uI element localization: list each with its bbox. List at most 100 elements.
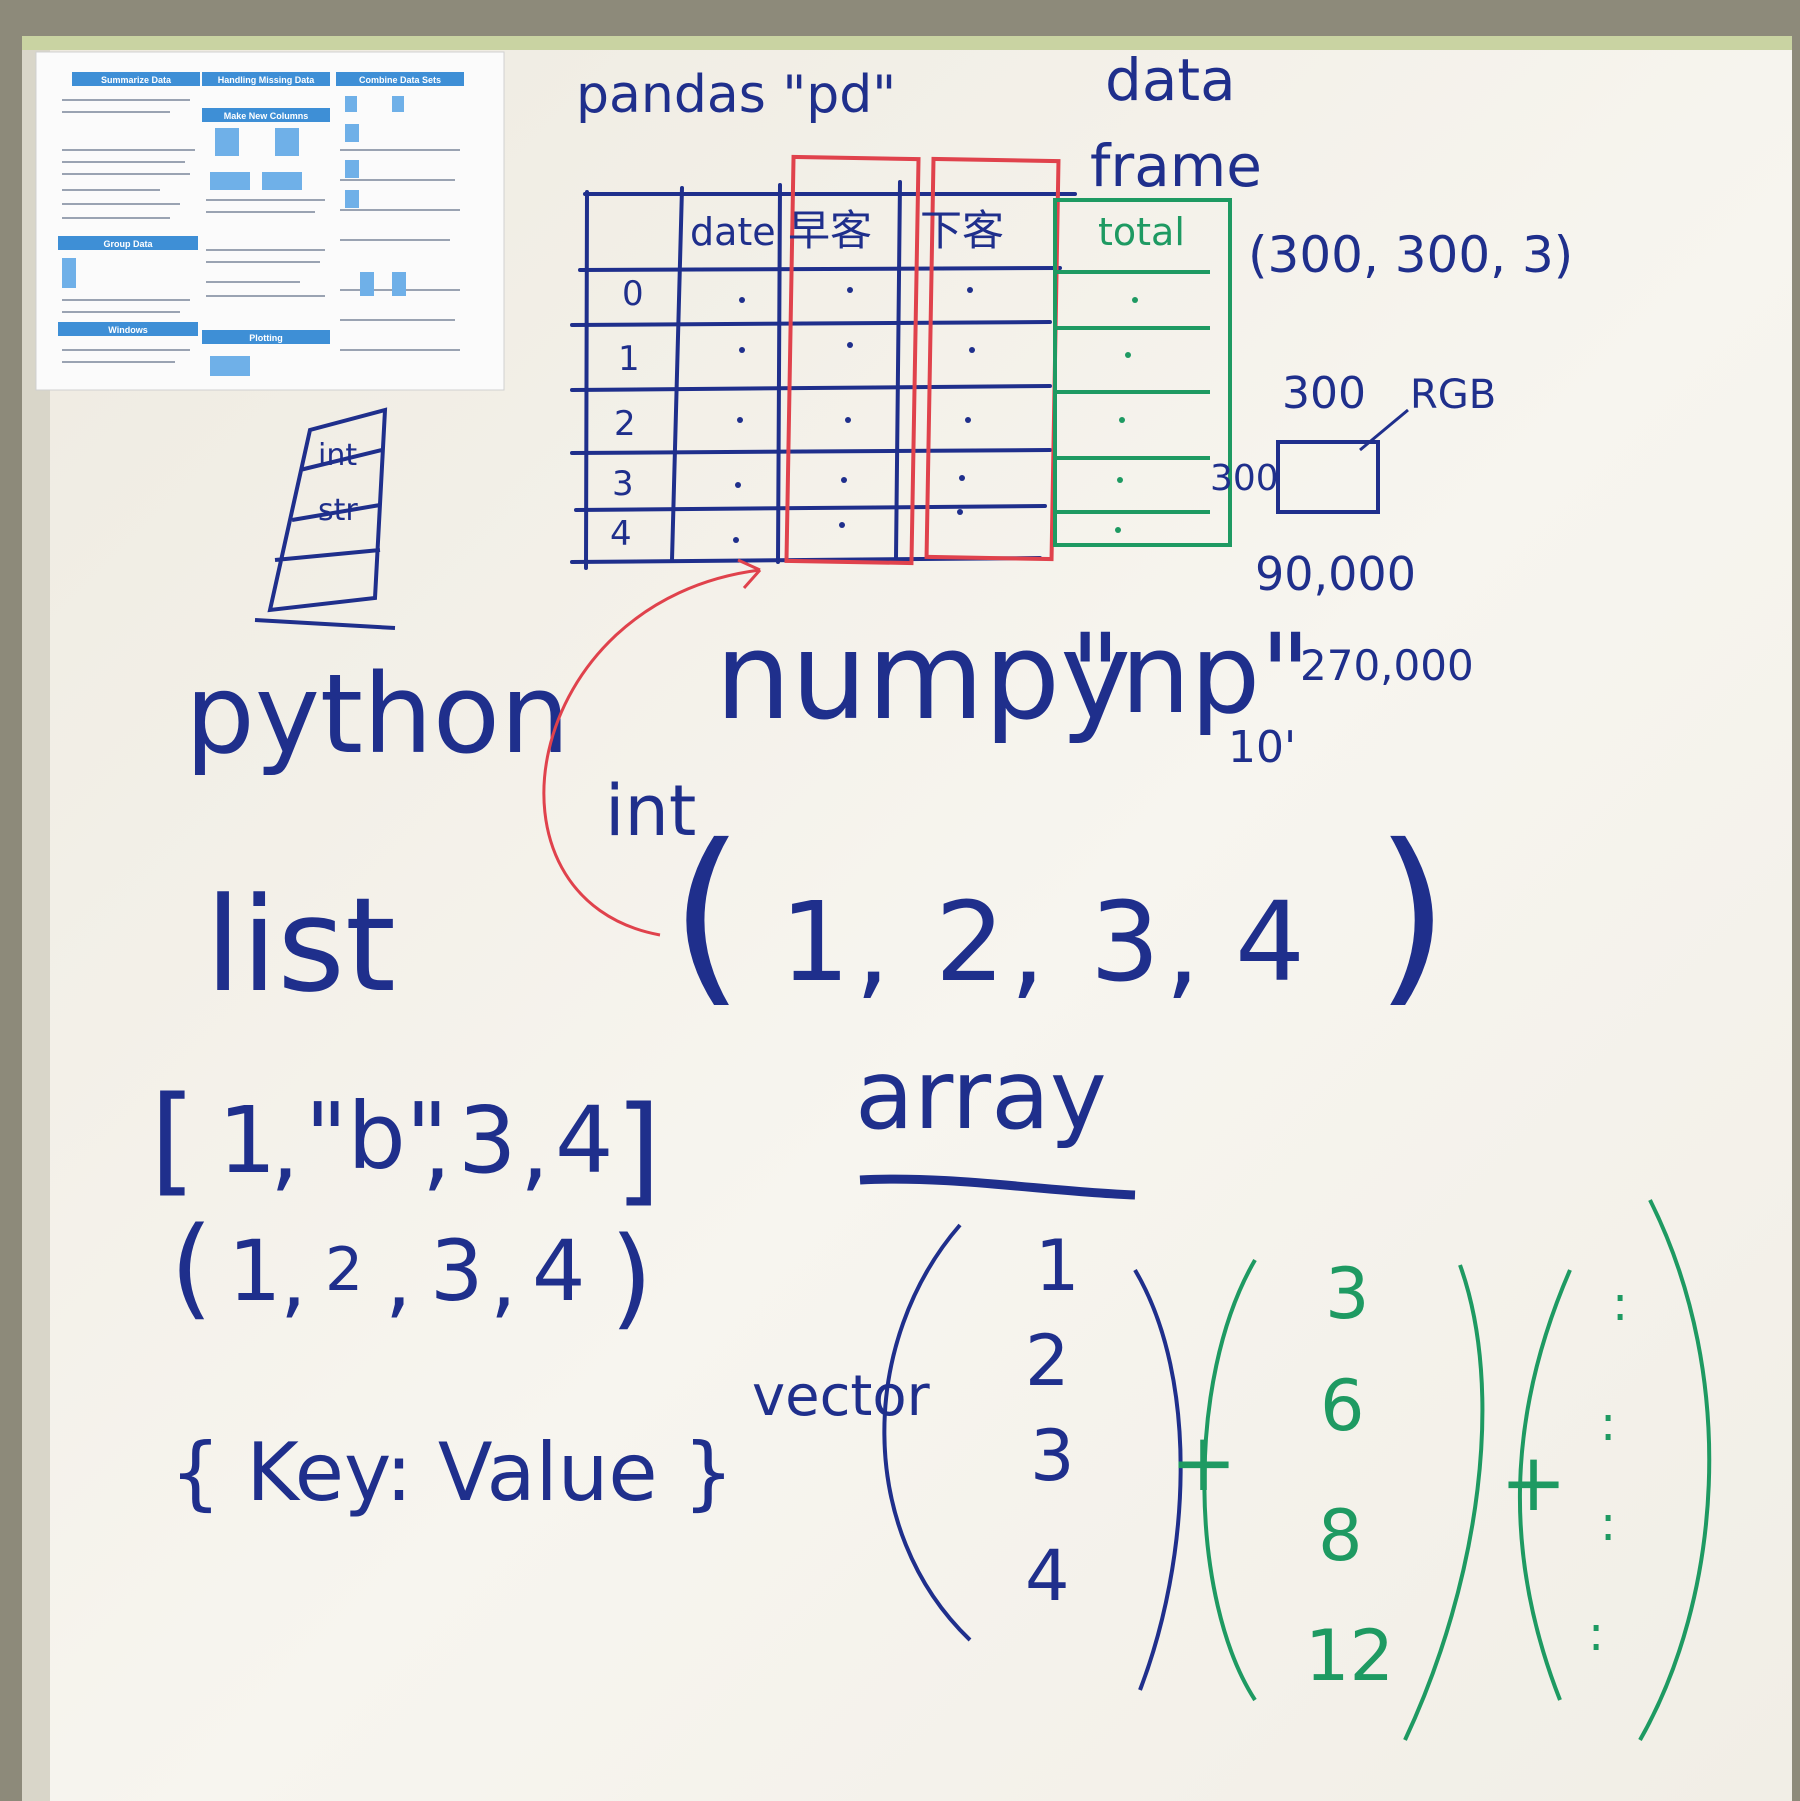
tuple-comma: , <box>490 1230 517 1328</box>
row-label: 1 <box>618 339 640 379</box>
vector1-item: 1 <box>1035 1225 1080 1307</box>
tuple-item: 1 <box>228 1222 281 1320</box>
python-int-label: int <box>318 438 357 473</box>
vector1-values: 1 2 3 4 <box>1025 1225 1080 1617</box>
pandas-label: pandas "pd" <box>576 65 896 125</box>
cheat-header: Make New Columns <box>224 111 309 121</box>
vector3-item: : <box>1600 1496 1616 1552</box>
list-open-bracket: [ <box>150 1070 196 1208</box>
vector2-item: 3 <box>1325 1253 1370 1335</box>
numpy-label: numpy <box>715 608 1131 747</box>
list-item: 1 <box>218 1087 277 1194</box>
cheat-header: Combine Data Sets <box>359 75 441 85</box>
vector3-item: : <box>1612 1276 1628 1332</box>
red-arrow <box>542 568 761 937</box>
total-column-rows <box>1055 270 1210 514</box>
list-item: 3 <box>458 1087 517 1194</box>
cheat-header: Handling Missing Data <box>218 75 316 85</box>
array-item: 4 <box>1235 878 1305 1006</box>
list-item: "b" <box>305 1083 448 1190</box>
vector3-close-paren <box>1638 1199 1712 1741</box>
vector2-close-paren <box>1403 1264 1485 1741</box>
python-label: python <box>185 650 570 778</box>
image-square <box>1276 440 1380 514</box>
vector1-item: 3 <box>1030 1415 1075 1497</box>
list-comma: , <box>520 1095 549 1202</box>
vector3-values: : : : : <box>1588 1276 1628 1662</box>
dict-example: { Key: Value } <box>170 1426 734 1519</box>
cheat-header-bar <box>336 72 464 86</box>
shape-note: (300, 300, 3) <box>1248 226 1573 284</box>
tuple-example: ( 1 , 2 , 3 , 4 ) <box>170 1203 653 1341</box>
vector1-close-paren <box>1133 1268 1183 1691</box>
array-comma: , <box>855 883 890 1011</box>
row-label: 4 <box>610 514 632 554</box>
array-comma: , <box>1165 883 1200 1011</box>
pixel-count-note: 90,000 <box>1255 547 1416 601</box>
array-open-paren: ( <box>670 804 744 1025</box>
dataframe-label: frame <box>1090 132 1262 200</box>
list-example: [ 1 , "b" , 3 , 4 ] <box>150 1070 661 1218</box>
list-close-bracket: ] <box>615 1080 661 1218</box>
value-count-note: 270,000 <box>1300 641 1474 690</box>
vector1-item: 2 <box>1025 1320 1070 1402</box>
vector-label: vector <box>752 1364 931 1429</box>
dataframe-label: data <box>1105 46 1236 114</box>
col-header-total: total <box>1098 210 1185 254</box>
cheat-header: Group Data <box>103 239 153 249</box>
vector2-item: 6 <box>1320 1365 1365 1447</box>
tuple-comma: , <box>385 1230 412 1328</box>
table-cell-dots <box>733 287 975 543</box>
array-underline <box>859 1174 1136 1200</box>
array-example: ( 1 , 2 , 3 , 4 ) <box>670 804 1449 1025</box>
vector2-item: 8 <box>1318 1495 1363 1577</box>
cheat-header-bar <box>202 330 330 344</box>
array-close-paren: ) <box>1375 804 1449 1025</box>
python-types-sketch: int str <box>254 407 396 630</box>
tuple-item: 2 <box>325 1235 363 1305</box>
cheat-header-bar <box>202 108 330 122</box>
dataframe-table: date 早客 下客 total 0 1 2 3 4 <box>570 154 1232 570</box>
list-label: list <box>205 869 396 1021</box>
total-cell-dots <box>1115 297 1138 533</box>
cheat-header-bar <box>72 72 200 86</box>
row-label: 0 <box>622 274 644 314</box>
vector1-open-paren <box>882 1223 972 1642</box>
cheat-header: Plotting <box>249 333 283 343</box>
image-channels-note: RGB <box>1410 372 1496 418</box>
tuple-close-paren: ) <box>610 1213 653 1341</box>
ten-note: 10' <box>1228 722 1296 773</box>
array-item: 3 <box>1090 878 1160 1006</box>
image-height-note: 300 <box>1210 458 1279 499</box>
int-label: int <box>605 770 696 852</box>
vector2-open-paren <box>1202 1258 1257 1702</box>
table-grid <box>570 180 1077 570</box>
array-item: 1 <box>780 878 850 1006</box>
image-width-note: 300 <box>1282 368 1366 419</box>
plus-sign-2: + <box>1500 1436 1567 1529</box>
list-comma: , <box>422 1095 451 1202</box>
list-comma: , <box>270 1095 299 1202</box>
vector1-item: 4 <box>1025 1535 1070 1617</box>
vector3-open-paren <box>1518 1269 1572 1701</box>
tuple-open-paren: ( <box>170 1203 213 1331</box>
cheat-sheet-diagrams <box>62 96 406 376</box>
col-header-morning: 早客 <box>788 206 872 255</box>
cheat-header-bar <box>58 322 198 336</box>
vector2-values: 3 6 8 12 <box>1305 1253 1394 1697</box>
python-str-label: str <box>318 493 358 528</box>
row-label: 2 <box>614 404 636 444</box>
cheat-header: Windows <box>108 325 147 335</box>
vector3-item: : <box>1588 1606 1604 1662</box>
np-label: "np" <box>1070 610 1311 738</box>
cheat-sheet: Summarize Data Handling Missing Data Com… <box>35 51 505 391</box>
cheat-header: Summarize Data <box>101 75 172 85</box>
board-top-rail <box>22 36 1792 50</box>
row-label: 3 <box>612 464 634 504</box>
vector2-item: 12 <box>1305 1615 1394 1697</box>
array-item: 2 <box>935 878 1005 1006</box>
array-label: array <box>855 1039 1107 1151</box>
tuple-item: 4 <box>532 1222 585 1320</box>
list-item: 4 <box>555 1087 614 1194</box>
